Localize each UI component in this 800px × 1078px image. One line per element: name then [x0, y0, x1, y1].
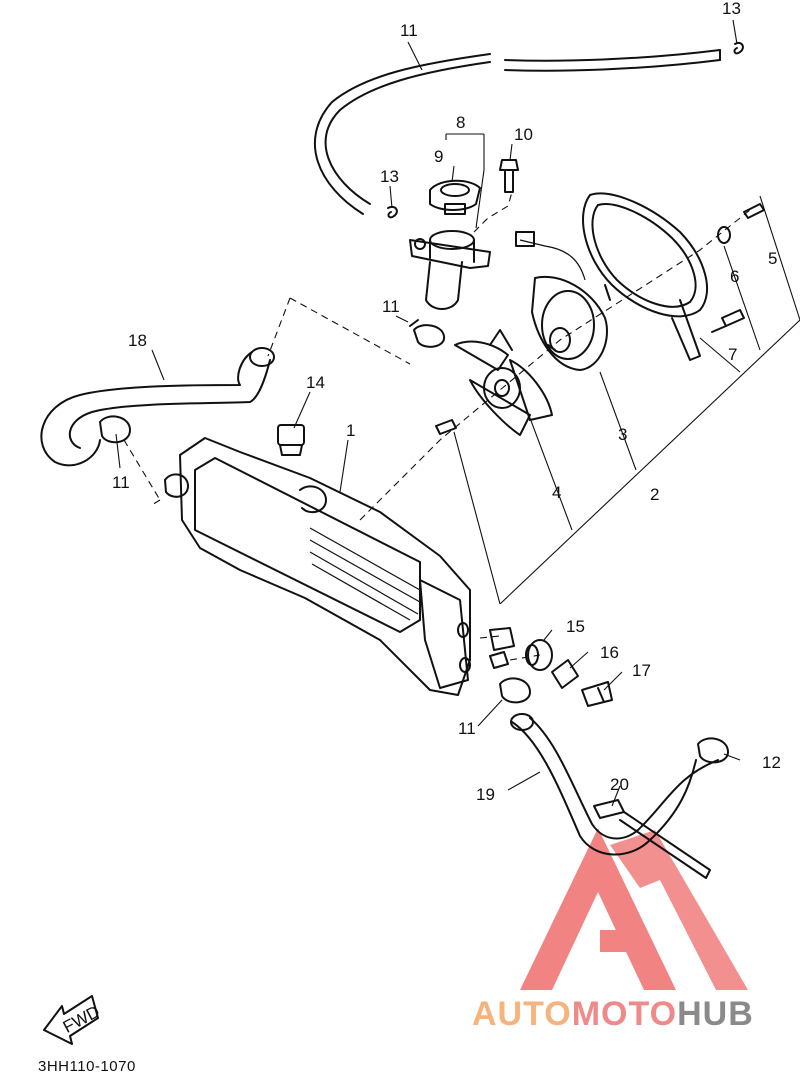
label-18: 18 — [128, 331, 147, 350]
fan-motor-3 — [515, 231, 608, 371]
watermark-part1: AUTO — [472, 995, 572, 1033]
fwd-arrow-icon: FWD — [43, 995, 103, 1045]
label-11-b: 11 — [112, 473, 130, 492]
label-13-top: 13 — [722, 0, 741, 18]
bolt-7 — [711, 309, 745, 333]
cable-tie-20 — [593, 799, 711, 879]
clip-11-d — [697, 737, 729, 764]
watermark-text: AUTOMOTOHUB — [472, 995, 754, 1034]
fan-shroud — [582, 192, 709, 361]
label-11-a: 11 — [382, 297, 400, 316]
label-9: 9 — [434, 147, 443, 166]
label-16: 16 — [600, 643, 619, 662]
fan-4 — [454, 329, 553, 436]
clip-11-a — [409, 319, 446, 348]
label-8: 8 — [456, 113, 465, 132]
label-12: 11 — [400, 21, 418, 40]
screw-5 — [743, 203, 765, 219]
clip-13-left — [387, 206, 398, 219]
label-10: 10 — [514, 125, 533, 144]
label-17: 17 — [632, 661, 651, 680]
hose-19 — [510, 713, 719, 856]
radiator-cap-9 — [429, 179, 481, 215]
label-14: 14 — [306, 373, 325, 392]
clip-11-b — [99, 415, 131, 444]
label-5: 5 — [768, 249, 777, 268]
bolt-17 — [581, 681, 613, 707]
label-4: 4 — [552, 483, 561, 502]
label-3: 3 — [618, 425, 627, 444]
label-13-left: 13 — [380, 167, 399, 186]
radiator-cap-14 — [277, 424, 305, 456]
label-15: 15 — [566, 617, 585, 636]
hose-12 — [314, 49, 721, 215]
label-11-d: 12 — [762, 753, 781, 772]
label-19: 19 — [476, 785, 495, 804]
watermark-part2: MOTO — [571, 995, 678, 1033]
nut-6 — [717, 226, 731, 244]
diagram-code: 3HH110-1070 — [38, 1058, 136, 1075]
clip-11-c — [499, 677, 531, 704]
leader-lines — [115, 19, 800, 807]
filler-neck-8 — [409, 230, 491, 310]
label-20: 20 — [610, 775, 629, 794]
label-1: 1 — [346, 421, 355, 440]
bracket-left — [489, 627, 515, 669]
assembly-lines — [123, 191, 751, 661]
watermark-logo-icon — [520, 828, 748, 990]
collar-16 — [551, 659, 579, 689]
fwd-label: FWD — [60, 1002, 103, 1037]
label-2: 2 — [650, 485, 659, 504]
watermark-part3: HUB — [677, 995, 754, 1033]
bolt-10 — [499, 159, 519, 193]
label-6: 6 — [730, 267, 739, 286]
label-11-c: 11 — [458, 719, 476, 738]
screw-fan — [435, 419, 457, 435]
clip-13-top — [733, 42, 744, 55]
hose-18 — [40, 347, 275, 467]
radiator-1 — [164, 437, 471, 696]
label-7: 7 — [728, 345, 737, 364]
